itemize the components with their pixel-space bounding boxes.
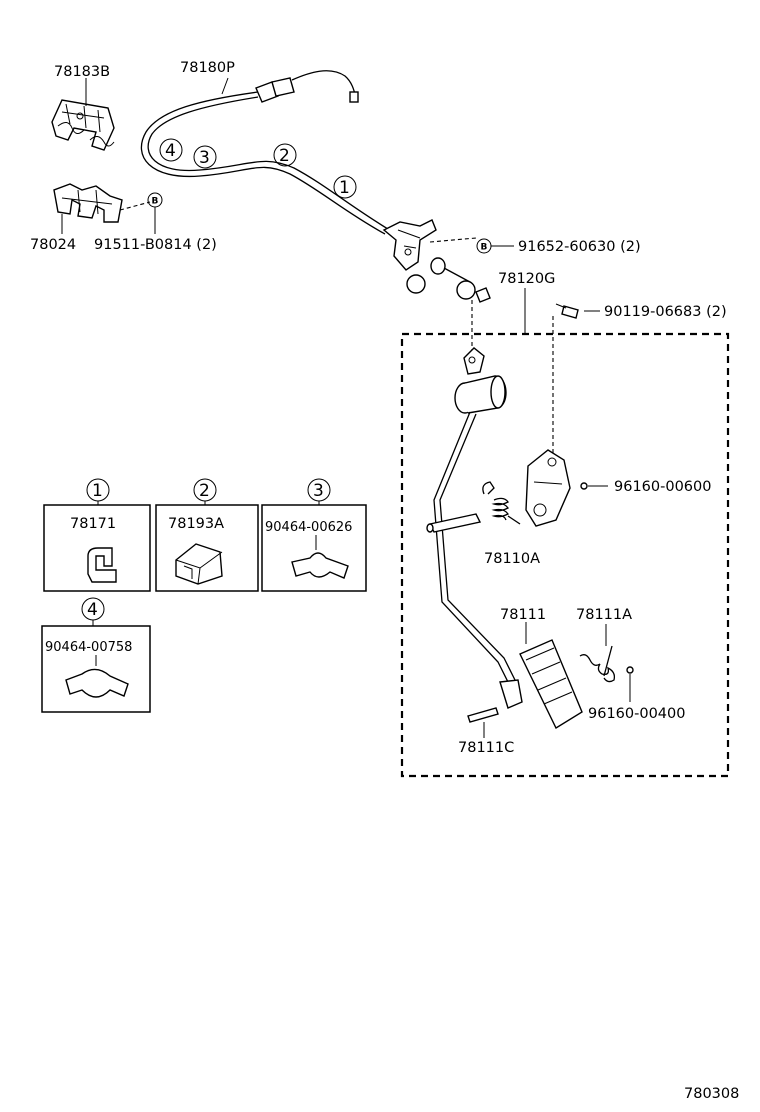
pedal-lever-assembly[interactable]: [433, 347, 523, 709]
spring-78110a[interactable]: [482, 481, 521, 525]
diagram-id: 780308: [684, 1086, 739, 1102]
label-78180p: 78180P: [180, 60, 235, 76]
clamp-box-3[interactable]: 3 90464-00626: [261, 478, 367, 592]
clamp-box-1[interactable]: 1 78171: [43, 478, 151, 592]
label-90119-06683: 90119-06683 (2): [604, 304, 727, 320]
label-78111: 78111: [500, 607, 546, 623]
assembly-78120g-box: [400, 332, 730, 778]
svg-text:3: 3: [199, 148, 210, 168]
label-78111a: 78111A: [576, 607, 632, 623]
svg-text:2: 2: [279, 146, 290, 166]
spring-78111a[interactable]: [579, 645, 616, 683]
clamp-1-part-number: 78171: [70, 516, 116, 532]
clamp-box-4[interactable]: 4 90464-00758: [41, 597, 151, 713]
clip-96160-00600[interactable]: [580, 482, 588, 490]
cable-marker-2: 2: [273, 143, 297, 167]
clamp-box-2[interactable]: 2 78193A: [155, 478, 259, 592]
bolt-marker-b-right: B: [476, 238, 492, 254]
label-78183b: 78183B: [54, 64, 110, 80]
clip-96160-00400[interactable]: [626, 666, 634, 674]
bolt-marker-b-left: B: [147, 192, 163, 208]
label-91511-b0814: 91511-B0814 (2): [94, 237, 217, 253]
svg-text:2: 2: [199, 481, 210, 501]
cable-marker-3: 3: [193, 145, 217, 169]
label-91652-60630: 91652-60630 (2): [518, 239, 641, 255]
pin-78111c[interactable]: [467, 707, 499, 723]
label-78120g: 78120G: [498, 271, 555, 287]
label-96160-00400: 96160-00400: [588, 706, 686, 722]
clamp-2-part-number: 78193A: [168, 516, 224, 532]
svg-text:4: 4: [87, 600, 98, 620]
pin-shaft[interactable]: [426, 513, 482, 533]
clamp-4-part-number: 90464-00758: [45, 640, 132, 655]
cable-end-fitting[interactable]: [382, 219, 491, 303]
cable-marker-1: 1: [333, 175, 357, 199]
bracket-plate[interactable]: [525, 449, 571, 527]
label-78024: 78024: [30, 237, 76, 253]
screw-90119-06683[interactable]: [555, 303, 579, 319]
cable-marker-4: 4: [159, 138, 183, 162]
clamp-3-part-number: 90464-00626: [265, 520, 352, 535]
bracket-78024[interactable]: [53, 183, 123, 223]
label-96160-00600: 96160-00600: [614, 479, 712, 495]
label-78110a: 78110A: [484, 551, 540, 567]
label-78111c: 78111C: [458, 740, 514, 756]
svg-text:3: 3: [313, 481, 324, 501]
svg-text:1: 1: [92, 481, 103, 501]
svg-text:B: B: [152, 197, 159, 207]
accelerator-cable-78180p[interactable]: [140, 70, 389, 235]
pedal-pad-78111[interactable]: [519, 639, 583, 730]
svg-text:B: B: [481, 243, 488, 253]
svg-text:1: 1: [339, 178, 350, 198]
svg-text:4: 4: [165, 141, 176, 161]
bracket-78183b[interactable]: [51, 99, 115, 151]
